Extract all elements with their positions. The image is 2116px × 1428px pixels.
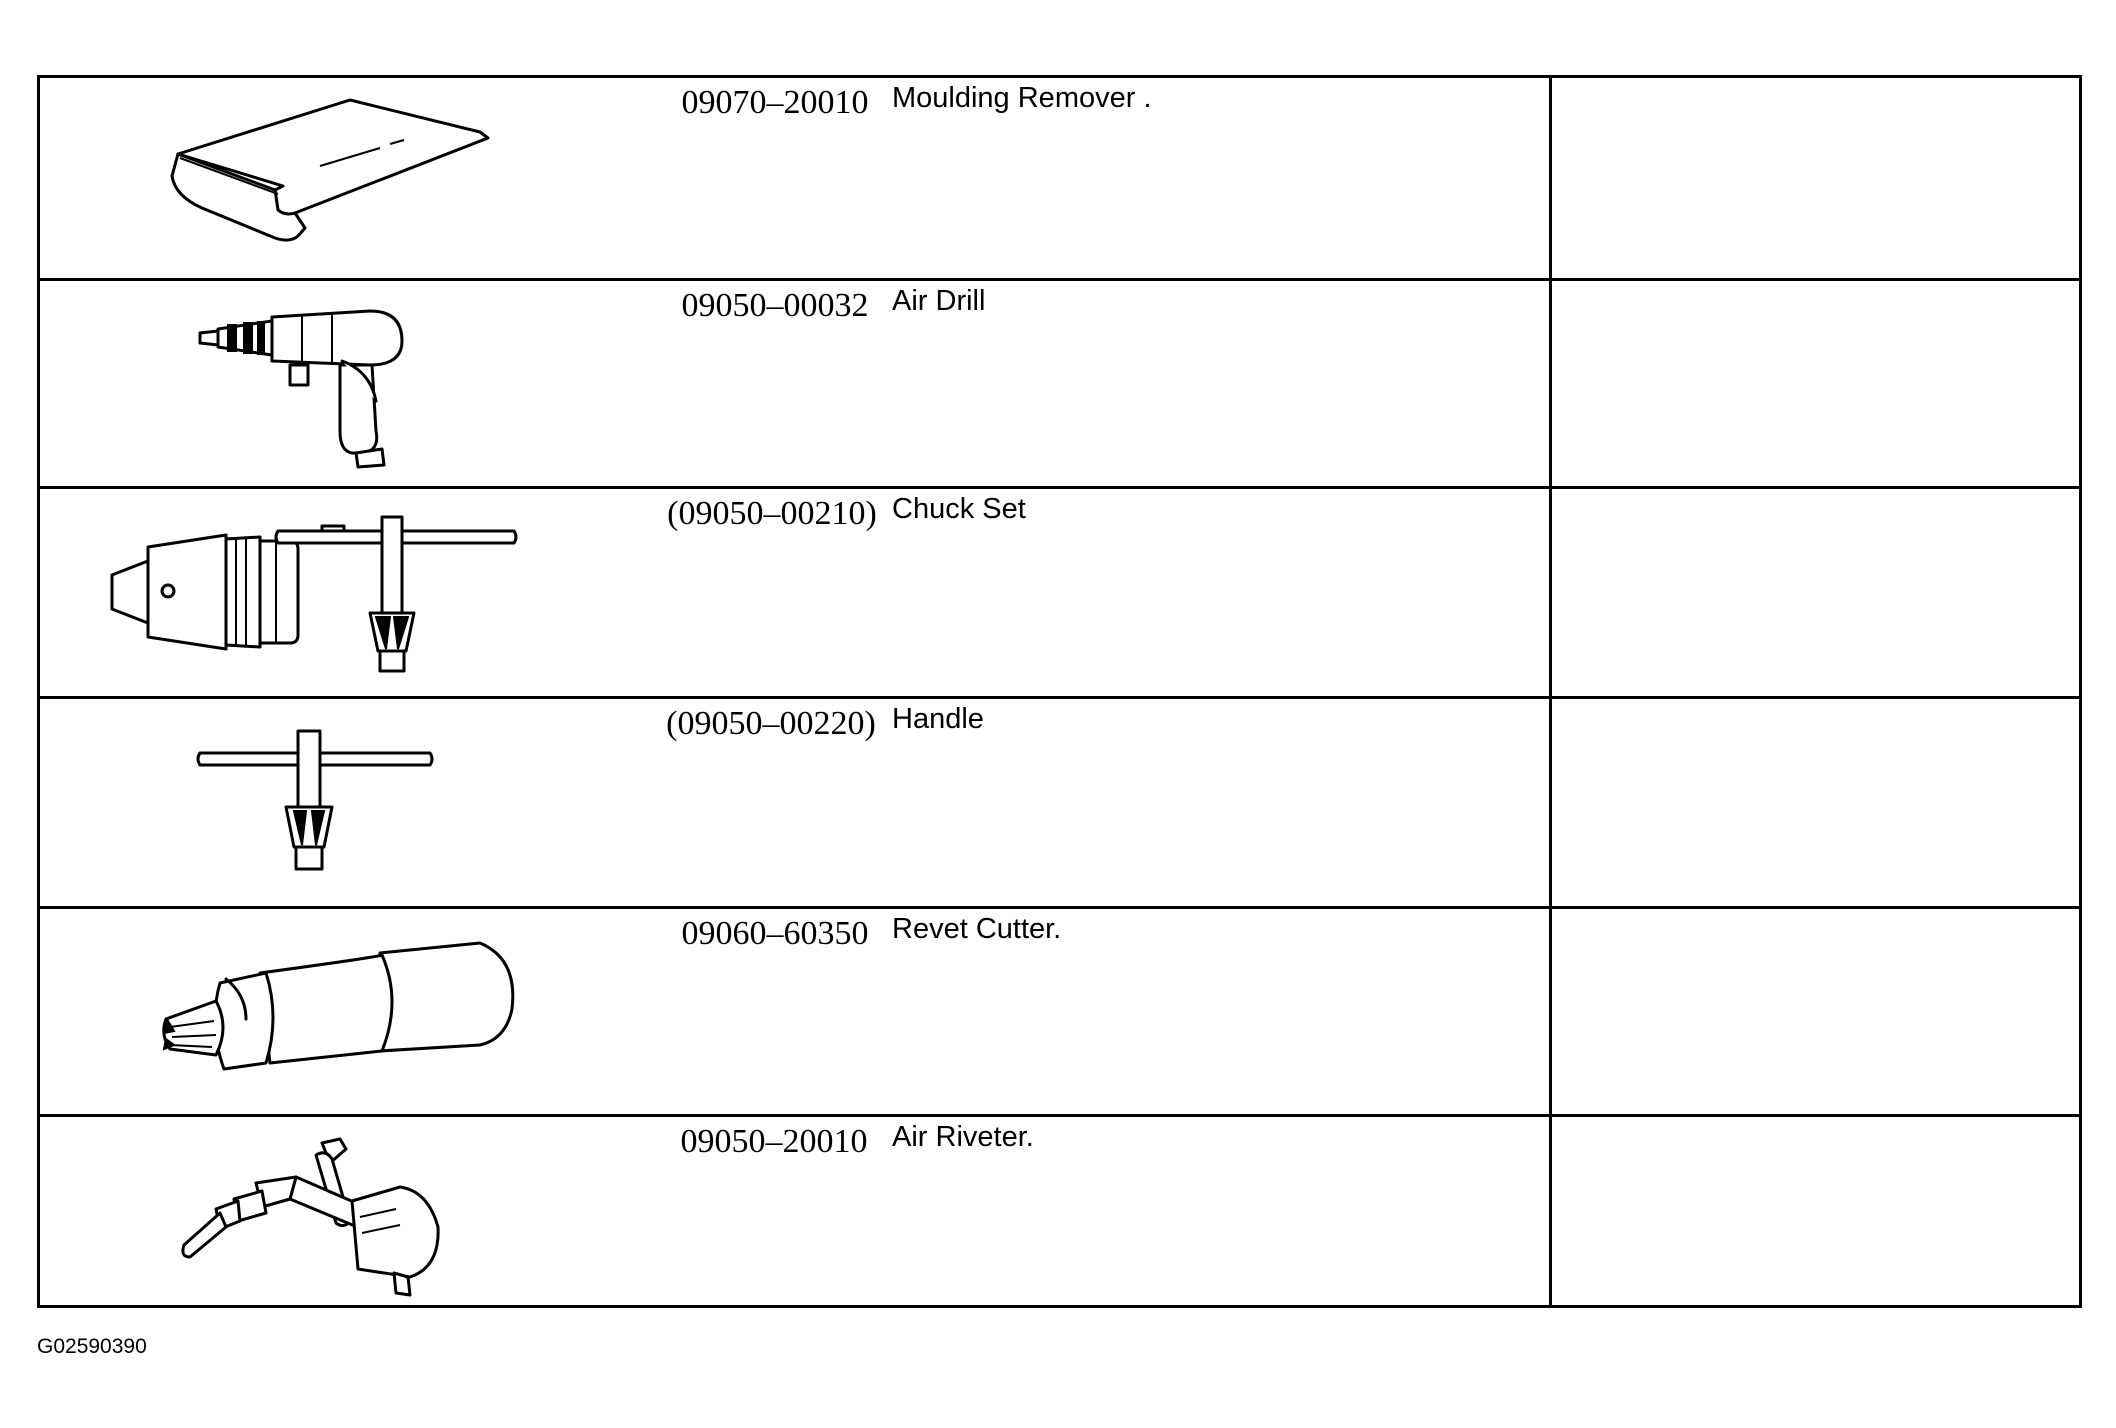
air-riveter-icon [40,1117,640,1305]
table-row: (09050–00220) Handle [40,699,2079,909]
table-row: 09050–00032 Air Drill [40,281,2079,489]
part-number: 09060–60350 [681,915,869,952]
tool-description: Air Riveter. [892,1121,1034,1153]
rivet-cutter-icon [40,909,640,1114]
moulding-remover-icon [40,78,640,278]
table-row: 09050–20010 Air Riveter. [40,1117,2079,1305]
part-number: 09050–20010 [680,1123,868,1160]
column-divider [1549,281,1552,486]
column-divider [1549,909,1552,1114]
part-number: 09070–20010 [681,84,869,121]
tool-description: Air Drill [892,285,986,317]
tool-description: Revet Cutter. [892,913,1062,945]
air-drill-icon [40,281,640,486]
part-number: 09050–00032 [681,287,869,324]
tool-description: Chuck Set [892,493,1026,525]
part-number: (09050–00210) [667,495,877,532]
tool-description: Handle [892,703,984,735]
chuck-handle-icon [40,699,640,906]
column-divider [1549,489,1552,696]
special-tools-table: 09070–20010 Moulding Remover . 09050–000… [37,75,2082,1308]
table-row: 09070–20010 Moulding Remover . [40,78,2079,281]
table-row: (09050–00210) Chuck Set [40,489,2079,699]
table-row: 09060–60350 Revet Cutter. [40,909,2079,1117]
chuck-set-icon [40,489,640,696]
part-number: (09050–00220) [666,705,876,742]
column-divider [1549,1117,1552,1305]
tool-description: Moulding Remover . [892,82,1152,114]
column-divider [1549,699,1552,906]
column-divider [1549,78,1552,278]
figure-id: G02590390 [37,1335,147,1358]
